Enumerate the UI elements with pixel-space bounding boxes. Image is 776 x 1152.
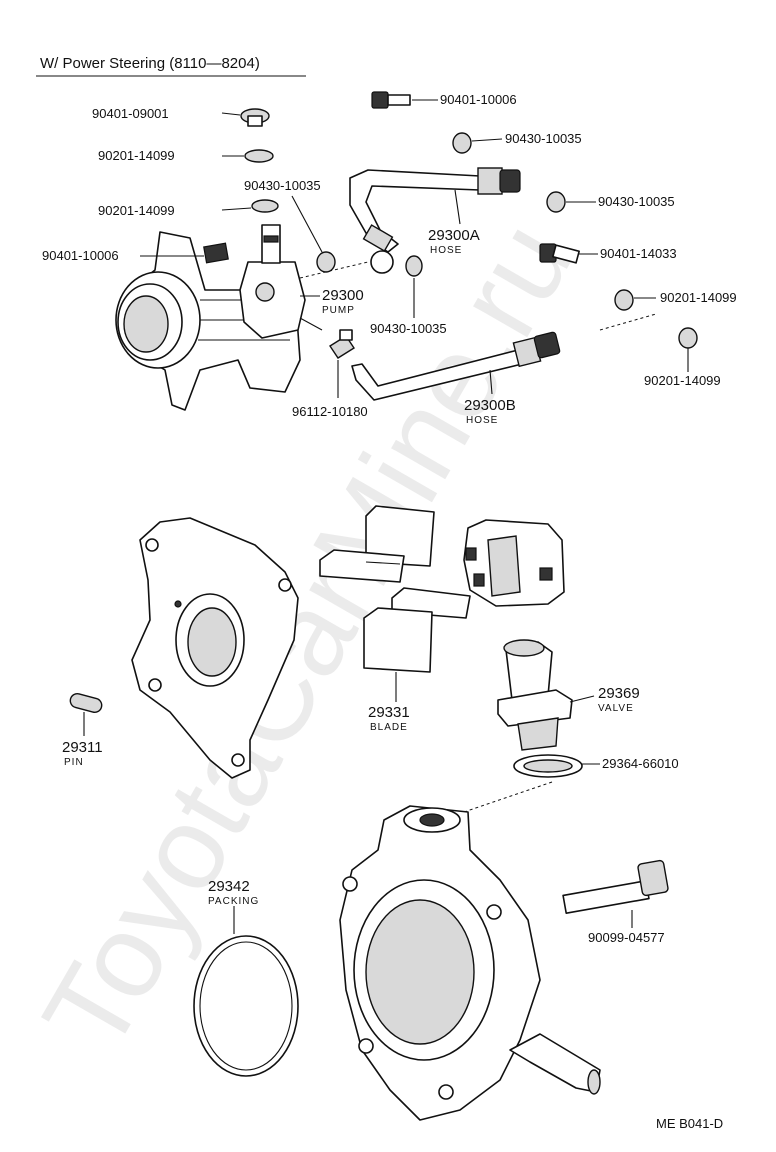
- label-blade-name: BLADE: [370, 722, 408, 733]
- label-hose-a-name: HOSE: [430, 245, 462, 256]
- gasket-upper: [244, 149, 274, 163]
- vacuum-pump: [203, 224, 323, 339]
- gasket-second: [251, 199, 279, 213]
- hose-b: [351, 331, 561, 401]
- bolt-top: [371, 91, 411, 109]
- label-washer-mid: 90430-10035: [370, 321, 447, 336]
- hose-clip: [329, 329, 355, 359]
- label-clip: 96112-10180: [292, 404, 368, 419]
- alternator: [115, 231, 301, 411]
- leader-right: [599, 313, 657, 331]
- hose-a: [349, 167, 521, 274]
- label-washer-right: 90430-10035: [598, 194, 675, 209]
- pump-housing: [339, 805, 601, 1121]
- packing-ring: [193, 935, 299, 1077]
- gasket-right-b: [678, 327, 698, 349]
- bolt-right: [539, 243, 580, 264]
- label-bolt-top: 90401-10006: [440, 92, 517, 107]
- label-pump-no: 29300: [322, 287, 364, 304]
- label-hose-b-no: 29300B: [464, 397, 516, 414]
- bolt-housing: [562, 859, 669, 914]
- label-plug: 90401-09001: [92, 106, 169, 121]
- label-hose-a-no: 29300A: [428, 227, 480, 244]
- valve-part: [497, 639, 573, 751]
- rotor: [463, 519, 565, 607]
- label-valve-no: 29369: [598, 685, 640, 702]
- label-hose-b-name: HOSE: [466, 415, 498, 426]
- pump-cover-plate: [131, 517, 299, 779]
- plug-part: [240, 108, 270, 127]
- label-valve-gasket: 29364-66010: [602, 756, 679, 771]
- leader-valve-housing: [463, 781, 553, 813]
- blades: [319, 505, 471, 673]
- washer-left: [316, 251, 336, 273]
- washer-top: [452, 132, 472, 154]
- gasket-right-a: [614, 289, 634, 311]
- label-washer-top: 90430-10035: [505, 131, 582, 146]
- label-valve-name: VALVE: [598, 703, 634, 714]
- washer-mid: [405, 255, 423, 277]
- label-gasket-right-a: 90201-14099: [660, 290, 737, 305]
- label-bolt-right: 90401-14033: [600, 246, 677, 261]
- label-pin-name: PIN: [64, 757, 84, 768]
- diagram-title: W/ Power Steering (8110—8204): [40, 55, 260, 72]
- label-bolt-left: 90401-10006: [42, 248, 119, 263]
- label-blade-no: 29331: [368, 704, 410, 721]
- label-gasket-right-b: 90201-14099: [644, 373, 721, 388]
- label-gasket-a: 90201-14099: [98, 148, 175, 163]
- label-packing-no: 29342: [208, 878, 250, 895]
- label-washer-left: 90430-10035: [244, 178, 321, 193]
- pin-part: [69, 692, 103, 714]
- washer-right: [546, 191, 566, 213]
- label-pin-no: 29311: [62, 739, 103, 756]
- label-pump-name: PUMP: [322, 305, 355, 316]
- label-packing-name: PACKING: [208, 896, 259, 907]
- label-bolt-housing: 90099-04577: [588, 930, 665, 945]
- diagram-code: ME B041-D: [656, 1116, 723, 1131]
- label-gasket-b: 90201-14099: [98, 203, 175, 218]
